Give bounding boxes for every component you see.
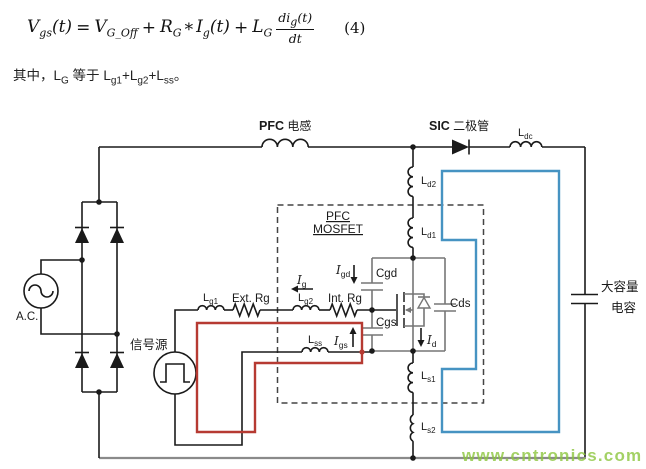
watermark: www.cntronics.com (461, 446, 642, 465)
igs-label: Igs (333, 334, 348, 350)
gate-loop-red (195, 321, 364, 434)
mosfet-symbol (396, 258, 432, 351)
ls1-label: Ls1 (421, 370, 436, 384)
equation-4: Vgs(t) = VG_Off + RG * Ig(t) + LG dig(t)… (27, 10, 366, 46)
ls2-label: Ls2 (421, 421, 436, 435)
ig-arrow (291, 285, 298, 293)
mosfet-label-line1: PFC (326, 209, 350, 223)
mosfet-label-line2: MOSFET (313, 222, 364, 236)
power-loop-blue (440, 169, 561, 434)
ls2-inductor-symbol (409, 414, 415, 442)
bulk-cap-label-line1: 大容量 (601, 279, 639, 294)
signal-source (153, 309, 302, 446)
current-arrows (291, 265, 425, 347)
cgs-label: Cgs (376, 317, 397, 329)
signal-source-label: 信号源 (130, 338, 168, 352)
bridge-rectifier (75, 147, 124, 458)
cds-label: Cds (450, 298, 471, 310)
ext-rg-resistor-symbol (232, 301, 261, 319)
note-line: 其中，LG 等于 Lg1+Lg2+Lss。 (13, 68, 188, 87)
lss-label: Lss (308, 334, 322, 348)
int-rg-label: Int. Rg (328, 293, 362, 305)
drain-branch (407, 147, 414, 258)
junction-dots (79, 144, 416, 461)
pulse-icon (160, 363, 190, 383)
ldc-inductor-symbol (509, 140, 543, 148)
bridge-diode (75, 351, 89, 368)
ac-source: A.C. (16, 259, 117, 335)
ld2-inductor-symbol (407, 166, 414, 198)
mosfet-internal (361, 257, 456, 352)
bridge-diode (75, 226, 89, 243)
source-branch (407, 351, 415, 458)
mosfet-arrow (405, 307, 411, 313)
gate-path (197, 301, 397, 319)
bulk-cap-label-line2: 电容 (611, 300, 636, 315)
igd-label: Igd (335, 263, 350, 279)
fraction: dig(t) dt (276, 10, 315, 46)
ext-rg-label: Ext. Rg (232, 293, 270, 305)
lg2-inductor-symbol (292, 304, 320, 311)
ig-label: Ig (296, 273, 307, 289)
sine-icon (28, 284, 54, 298)
ac-label: A.C. (16, 311, 38, 323)
ls1-inductor-symbol (407, 362, 414, 394)
ld2-label: Ld2 (421, 175, 437, 189)
sic-diode-symbol (452, 139, 470, 155)
pfc-inductor-symbol (261, 138, 309, 148)
lg1-label: Lg1 (203, 292, 219, 306)
ld1-label: Ld1 (421, 226, 437, 240)
source-return (301, 346, 372, 353)
ldc-label: Ldc (518, 127, 533, 141)
lss-inductor-symbol (301, 346, 329, 353)
bridge-diode (110, 351, 124, 368)
igs-arrow (349, 327, 357, 334)
top-rail (99, 138, 585, 155)
igd-arrow (350, 277, 358, 284)
id-label: Id (426, 333, 437, 349)
ld1-inductor-symbol (407, 217, 414, 249)
equation-number: (4) (344, 18, 366, 37)
id-arrow (417, 340, 425, 347)
lg1-inductor-symbol (197, 304, 225, 311)
pfc-inductor-label: PFC 电感 (259, 118, 311, 133)
body-diode (416, 296, 432, 309)
lg2-label: Lg2 (298, 292, 314, 306)
eq-lhs: Vgs(t) (27, 17, 73, 40)
bridge-diode (110, 226, 124, 243)
cgd-label: Cgd (376, 268, 397, 280)
dc-bus (571, 147, 598, 458)
sic-diode-label: SIC 二极管 (429, 118, 489, 133)
mosfet-package-box (276, 204, 485, 404)
red-junction-dot (359, 349, 365, 355)
int-rg-resistor-symbol (329, 301, 358, 319)
